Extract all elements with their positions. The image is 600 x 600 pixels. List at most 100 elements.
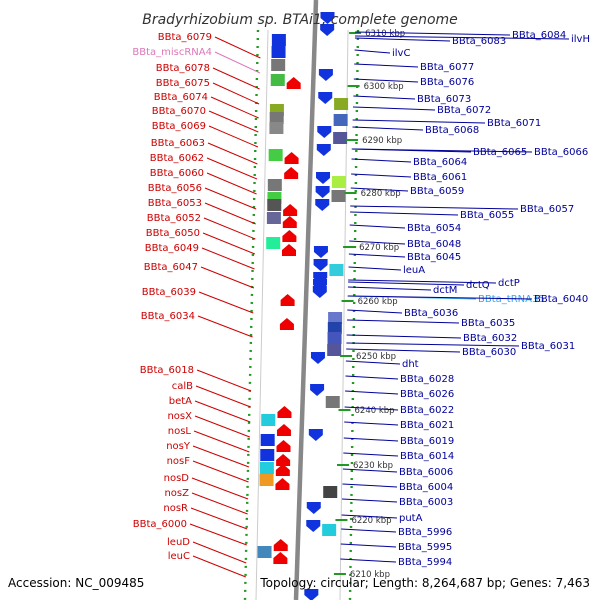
right-leader-31 [345, 360, 401, 365]
left-leader-4 [210, 96, 259, 119]
left-gene-block-25 [260, 434, 275, 446]
left-gene-label-5: BBta_6070 [152, 106, 206, 117]
right-gene-label-38: BBta_6006 [399, 467, 453, 478]
right-leader-16 [350, 211, 459, 216]
right-gene-block-23 [327, 344, 342, 356]
left-gene-arrow-22 [277, 406, 292, 418]
left-gene-label-7: BBta_6063 [151, 138, 205, 149]
left-leader-29 [192, 541, 247, 564]
left-gene-arrow-16 [282, 216, 297, 228]
right-gene-label-1: ilvH [571, 34, 590, 45]
left-gene-label-23: nosY [166, 441, 191, 452]
left-leader-21 [194, 415, 250, 438]
right-leader-39 [342, 483, 398, 488]
kbp-label-3: 6280 kbp [361, 189, 401, 199]
right-dotted-guide [348, 29, 360, 600]
left-gene-label-30: leuC [168, 551, 190, 562]
left-gene-label-26: nosZ [164, 488, 189, 499]
left-gene-label-29: leuD [167, 537, 190, 548]
right-leader-8 [352, 119, 486, 124]
left-gene-label-13: BBta_6050 [146, 228, 200, 239]
left-leader-25 [191, 477, 249, 500]
right-gene-label-5: BBta_6076 [420, 77, 474, 88]
left-gene-label-19: calB [172, 381, 193, 392]
left-gene-label-8: BBta_6062 [150, 153, 204, 164]
right-leader-19 [348, 253, 406, 258]
left-gene-arrow-20 [280, 294, 295, 306]
right-gene-label-3: ilvC [392, 48, 410, 59]
right-gene-arrow-8 [316, 144, 331, 156]
right-leader-37 [343, 452, 399, 457]
right-leader-20 [348, 266, 402, 271]
right-leader-14 [350, 187, 409, 192]
right-gene-arrow-30 [306, 520, 321, 532]
kbp-label-9: 6220 kbp [351, 516, 391, 526]
left-gene-label-9: BBta_6060 [150, 168, 204, 179]
left-gene-block-29 [259, 462, 274, 474]
right-gene-arrow-19 [312, 286, 327, 298]
right-gene-block-16 [329, 264, 344, 276]
right-gene-arrow-25 [310, 384, 325, 396]
right-leader-1 [354, 35, 570, 40]
right-gene-label-36: BBta_6019 [400, 436, 454, 447]
right-gene-label-20: leuA [403, 265, 425, 276]
right-gene-label-17: BBta_6054 [407, 223, 461, 234]
right-leader-21 [348, 279, 497, 284]
left-gene-label-14: BBta_6049 [145, 243, 199, 254]
right-leader-33 [345, 390, 399, 395]
kbp-label-4: 6270 kbp [359, 243, 399, 253]
right-leader-26 [347, 309, 403, 314]
right-gene-label-11: BBta_6066 [534, 147, 588, 158]
left-gene-block-7 [269, 122, 284, 134]
left-gene-label-27: nosR [163, 503, 188, 514]
left-leader-14 [201, 247, 255, 270]
right-gene-block-28 [323, 486, 338, 498]
right-leader-4 [354, 63, 419, 68]
right-gene-label-27: BBta_6035 [461, 318, 515, 329]
right-gene-label-15: BBta_6057 [520, 204, 574, 215]
right-leader-17 [349, 224, 406, 229]
left-gene-label-22: nosL [168, 426, 192, 437]
left-dotted-guide [243, 29, 260, 600]
map-title: Bradyrhizobium sp. BTAi1, complete genom… [142, 12, 458, 28]
right-gene-label-33: BBta_6026 [400, 389, 454, 400]
left-gene-label-15: BBta_6047 [144, 262, 198, 273]
right-gene-label-16: BBta_6055 [460, 210, 514, 221]
right-gene-label-21: dctP [498, 278, 520, 289]
right-gene-label-30: BBta_6030 [462, 347, 516, 358]
right-gene-block-10 [331, 176, 346, 188]
right-leader-23 [348, 281, 465, 286]
right-leader-30 [346, 348, 461, 353]
right-gene-label-18: BBta_6048 [407, 239, 461, 250]
left-gene-block-18 [266, 237, 281, 249]
kbp-label-5: 6260 kbp [358, 297, 398, 307]
kbp-label-2: 6290 kbp [362, 136, 402, 146]
left-gene-block-3 [270, 74, 285, 86]
left-leader-7 [207, 142, 258, 165]
right-gene-arrow-1 [320, 24, 335, 36]
right-gene-label-10: BBta_6065 [473, 147, 527, 158]
kbp-label-1: 6300 kbp [364, 82, 404, 92]
left-leader-9 [206, 172, 257, 195]
right-gene-label-32: BBta_6028 [400, 374, 454, 385]
right-gene-label-41: putA [399, 513, 423, 524]
right-leader-34 [344, 406, 399, 411]
left-gene-block-34 [257, 546, 272, 558]
left-leader-5 [208, 110, 259, 133]
right-gene-label-34: BBta_6022 [400, 405, 454, 416]
right-leader-6 [353, 95, 416, 100]
left-gene-arrow-28 [276, 454, 291, 466]
kbp-label-6: 6250 kbp [356, 352, 396, 362]
left-gene-block-31 [259, 474, 274, 486]
left-gene-arrow-33 [273, 539, 288, 551]
right-gene-label-39: BBta_6004 [399, 482, 453, 493]
left-gene-block-0 [271, 34, 286, 46]
right-gene-arrow-32 [304, 589, 319, 600]
left-gene-label-21: nosX [167, 411, 192, 422]
kbp-label-7: 6240 kbp [355, 406, 395, 416]
left-gene-block-8 [268, 149, 283, 161]
left-gene-label-16: BBta_6039 [142, 287, 196, 298]
left-gene-label-6: BBta_6069 [152, 121, 206, 132]
left-leader-17 [197, 315, 253, 338]
